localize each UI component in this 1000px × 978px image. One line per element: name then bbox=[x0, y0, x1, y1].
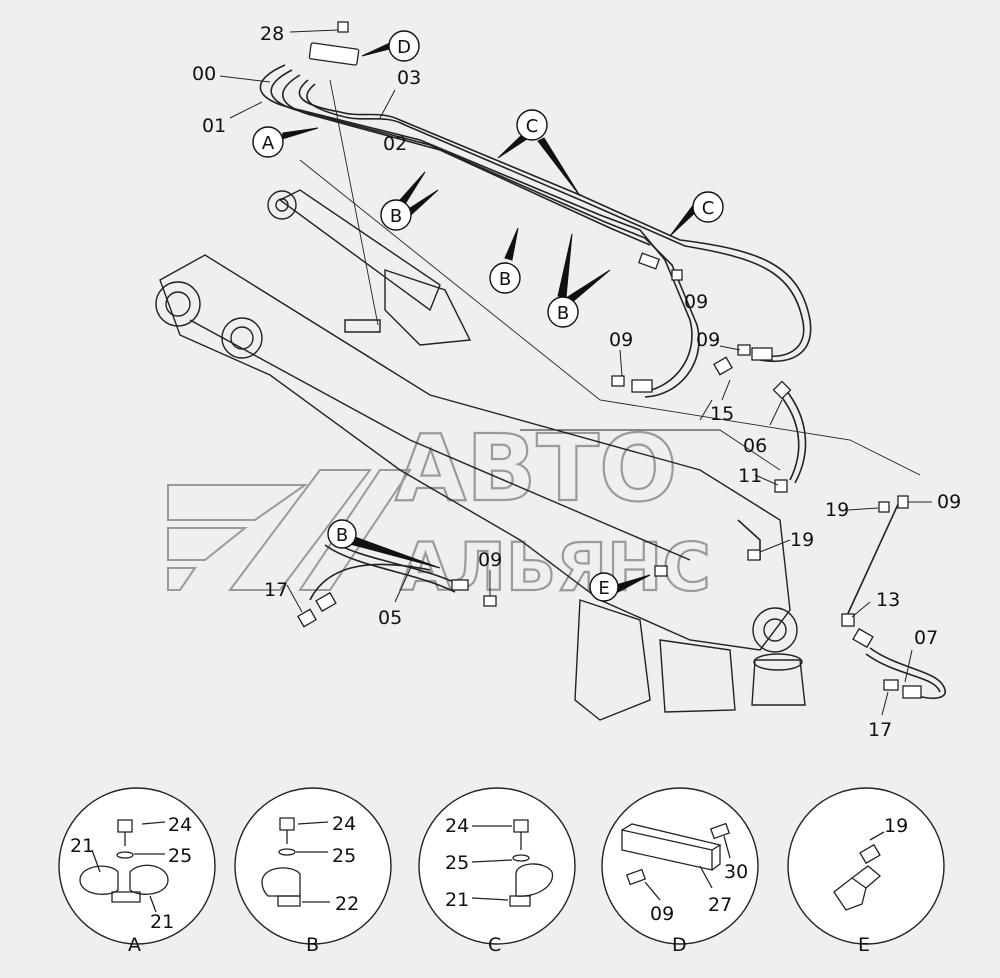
callout-label: A bbox=[262, 133, 275, 154]
part-label-19: 19 bbox=[790, 529, 814, 551]
callout-E: E bbox=[589, 572, 619, 602]
fitting bbox=[297, 608, 317, 628]
watermark-line1: АВТО bbox=[395, 415, 677, 522]
part-label-09: 09 bbox=[696, 329, 720, 351]
part-label-00: 00 bbox=[192, 63, 216, 85]
detail-label: 09 bbox=[650, 903, 674, 925]
part-label-09: 09 bbox=[609, 329, 633, 351]
manifold-block bbox=[308, 42, 360, 66]
fitting bbox=[852, 627, 874, 649]
bolt-icon bbox=[337, 21, 349, 33]
callout-arrows bbox=[281, 41, 701, 593]
part-label-13: 13 bbox=[876, 589, 900, 611]
fitting bbox=[878, 501, 890, 513]
detail-label: 22 bbox=[335, 893, 359, 915]
callout-label: E bbox=[598, 578, 609, 599]
fitting bbox=[631, 379, 653, 393]
part-label-06: 06 bbox=[743, 435, 767, 457]
fitting bbox=[747, 549, 761, 561]
callout-label: C bbox=[526, 116, 539, 137]
detail-label: 21 bbox=[445, 889, 469, 911]
callout-B4: B bbox=[327, 519, 357, 549]
watermark: АВТО АЛЬЯНС bbox=[167, 414, 712, 607]
callout-label: B bbox=[557, 303, 569, 324]
fitting bbox=[897, 495, 909, 509]
fitting bbox=[451, 579, 469, 591]
fitting bbox=[713, 356, 733, 376]
detail-label: 25 bbox=[332, 845, 356, 867]
part-label-09: 09 bbox=[684, 291, 708, 313]
leader-lines bbox=[219, 29, 932, 716]
fitting bbox=[671, 269, 683, 281]
fitting bbox=[883, 679, 899, 691]
callout-C1: C bbox=[516, 109, 548, 141]
callout-B3: B bbox=[547, 296, 579, 328]
callout-label: B bbox=[336, 525, 348, 546]
callout-B1: B bbox=[380, 199, 412, 231]
fitting bbox=[654, 565, 668, 577]
hose-bundle bbox=[259, 64, 946, 700]
fitting bbox=[772, 380, 792, 400]
detail-view-E: 19 E bbox=[787, 787, 945, 956]
callout-A: A bbox=[252, 126, 284, 158]
part-label-17: 17 bbox=[264, 579, 288, 601]
fitting bbox=[637, 252, 661, 270]
fitting bbox=[751, 347, 773, 361]
detail-caption: C bbox=[488, 934, 501, 956]
part-label-09: 09 bbox=[478, 549, 502, 571]
detail-label: 25 bbox=[445, 852, 469, 874]
fitting bbox=[611, 375, 625, 387]
detail-label: 24 bbox=[445, 815, 469, 837]
detail-view-C: 24 25 21 C bbox=[418, 787, 576, 956]
detail-label: 19 bbox=[884, 815, 908, 837]
part-label-19: 19 bbox=[825, 499, 849, 521]
detail-label: 21 bbox=[70, 835, 94, 857]
callout-label: B bbox=[499, 269, 511, 290]
detail-view-A: 24 25 21 21 A bbox=[58, 787, 216, 956]
boom-structure bbox=[155, 79, 921, 721]
fitting bbox=[841, 613, 855, 627]
fitting bbox=[315, 591, 337, 613]
detail-label: 21 bbox=[150, 911, 174, 933]
detail-label: 27 bbox=[708, 894, 732, 916]
part-labels: 28 00 01 03 02 09 09 09 15 06 11 19 09 1… bbox=[192, 23, 961, 741]
fitting bbox=[483, 595, 497, 607]
detail-caption: A bbox=[128, 934, 141, 956]
part-label-03: 03 bbox=[397, 67, 421, 89]
part-label-11: 11 bbox=[738, 465, 762, 487]
detail-caption: B bbox=[306, 934, 319, 956]
detail-label: 25 bbox=[168, 845, 192, 867]
detail-view-B: 24 25 22 B bbox=[234, 787, 392, 956]
callout-label: C bbox=[702, 198, 715, 219]
fitting bbox=[902, 685, 922, 699]
callout-label: D bbox=[397, 37, 411, 58]
part-label-09: 09 bbox=[937, 491, 961, 513]
detail-view-D: 30 27 09 D bbox=[601, 787, 759, 956]
part-label-07: 07 bbox=[914, 627, 938, 649]
part-label-02: 02 bbox=[383, 133, 407, 155]
callout-D: D bbox=[388, 30, 420, 62]
detail-caption: D bbox=[672, 934, 687, 956]
fittings bbox=[297, 21, 922, 699]
callout-B2: B bbox=[489, 262, 521, 294]
callout-C2: C bbox=[692, 191, 724, 223]
part-label-17: 17 bbox=[868, 719, 892, 741]
callout-label: B bbox=[390, 206, 402, 227]
part-label-28: 28 bbox=[260, 23, 284, 45]
fitting bbox=[774, 479, 788, 493]
detail-label: 24 bbox=[168, 814, 192, 836]
watermark-logo bbox=[167, 469, 412, 591]
detail-label: 24 bbox=[332, 813, 356, 835]
part-label-05: 05 bbox=[378, 607, 402, 629]
detail-caption: E bbox=[858, 934, 870, 956]
part-label-15: 15 bbox=[710, 403, 734, 425]
detail-label: 30 bbox=[724, 861, 748, 883]
part-label-01: 01 bbox=[202, 115, 226, 137]
